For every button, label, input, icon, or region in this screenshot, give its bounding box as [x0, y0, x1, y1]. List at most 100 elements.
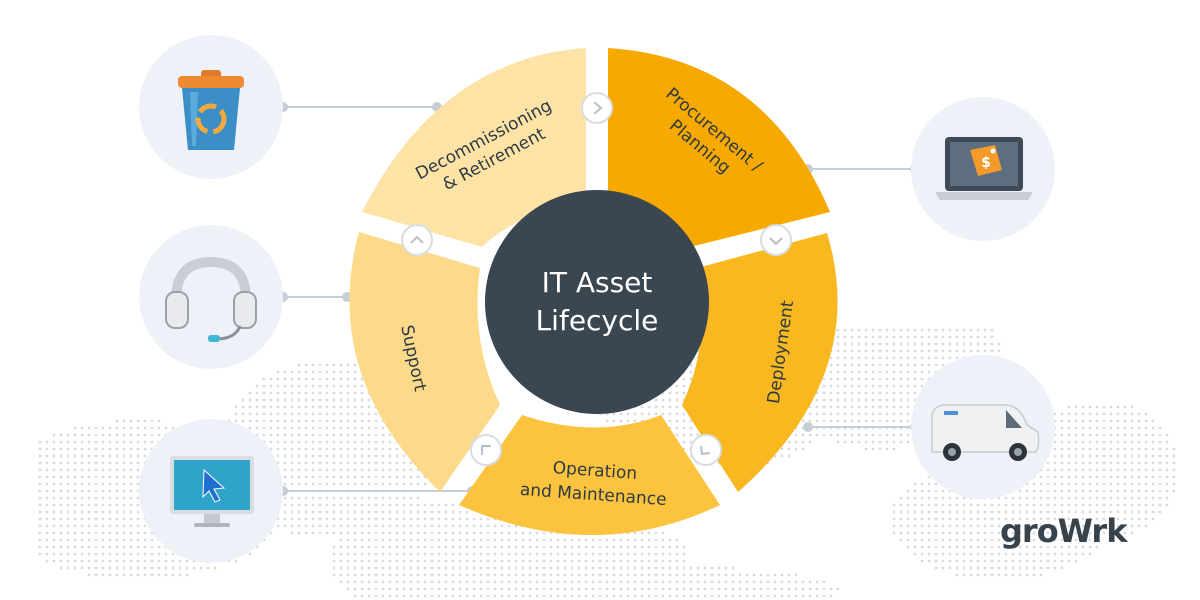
map-dot: [38, 524, 42, 528]
map-dot: [885, 405, 889, 409]
map-dot: [542, 573, 546, 577]
map-dot: [451, 545, 455, 549]
map-dot: [402, 496, 406, 500]
map-dot: [577, 566, 581, 570]
map-dot: [290, 503, 294, 507]
map-dot: [759, 587, 763, 591]
map-dot: [1039, 524, 1043, 528]
map-dot: [703, 566, 707, 570]
map-dot: [1060, 559, 1064, 563]
map-dot: [927, 342, 931, 346]
map-dot: [1123, 468, 1127, 472]
map-dot: [1081, 419, 1085, 423]
map-dot: [101, 566, 105, 570]
map-dot: [444, 559, 448, 563]
map-dot: [1144, 440, 1148, 444]
map-dot: [45, 440, 49, 444]
map-dot: [605, 419, 609, 423]
map-dot: [430, 545, 434, 549]
map-dot: [542, 559, 546, 563]
map-dot: [367, 496, 371, 500]
map-dot: [1074, 475, 1078, 479]
map-dot: [1151, 517, 1155, 521]
map-dot: [661, 412, 665, 416]
map-dot: [360, 580, 364, 584]
map-dot: [619, 587, 623, 591]
map-dot: [640, 552, 644, 556]
map-dot: [353, 419, 357, 423]
map-dot: [724, 587, 728, 591]
map-dot: [801, 447, 805, 451]
map-dot: [927, 328, 931, 332]
map-dot: [815, 398, 819, 402]
map-dot: [346, 510, 350, 514]
map-dot: [535, 531, 539, 535]
map-dot: [1151, 489, 1155, 493]
map-dot: [591, 545, 595, 549]
map-dot: [584, 552, 588, 556]
map-dot: [1172, 482, 1176, 486]
map-dot: [556, 594, 560, 598]
map-dot: [94, 538, 98, 542]
map-dot: [1081, 482, 1085, 486]
map-dot: [1088, 454, 1092, 458]
map-dot: [969, 335, 973, 339]
map-dot: [864, 384, 868, 388]
map-dot: [836, 587, 840, 591]
map-dot: [1158, 482, 1162, 486]
map-dot: [1144, 496, 1148, 500]
map-dot: [1102, 426, 1106, 430]
map-dot: [486, 559, 490, 563]
map-dot: [395, 482, 399, 486]
map-dot: [297, 496, 301, 500]
map-dot: [66, 559, 70, 563]
map-dot: [346, 426, 350, 430]
map-dot: [353, 552, 357, 556]
map-dot: [395, 552, 399, 556]
map-dot: [1060, 461, 1064, 465]
map-dot: [906, 538, 910, 542]
map-dot: [465, 510, 469, 514]
map-dot: [129, 419, 133, 423]
map-dot: [906, 524, 910, 528]
map-dot: [80, 538, 84, 542]
map-dot: [101, 517, 105, 521]
dollar-sign-glyph: $: [981, 155, 991, 171]
map-dot: [661, 531, 665, 535]
map-dot: [1011, 538, 1015, 542]
map-dot: [381, 552, 385, 556]
map-dot: [1060, 531, 1064, 535]
map-dot: [1158, 426, 1162, 430]
map-dot: [360, 524, 364, 528]
map-dot: [66, 468, 70, 472]
map-dot: [1032, 503, 1036, 507]
map-dot: [927, 524, 931, 528]
map-dot: [689, 573, 693, 577]
map-dot: [899, 510, 903, 514]
map-dot: [276, 447, 280, 451]
map-dot: [1151, 468, 1155, 472]
map-dot: [780, 594, 784, 598]
map-dot: [556, 545, 560, 549]
map-dot: [514, 587, 518, 591]
map-dot: [122, 475, 126, 479]
map-dot: [52, 510, 56, 514]
map-dot: [1151, 461, 1155, 465]
map-dot: [430, 594, 434, 598]
map-dot: [94, 475, 98, 479]
map-dot: [696, 566, 700, 570]
map-dot: [409, 517, 413, 521]
map-dot: [836, 419, 840, 423]
map-dot: [1074, 419, 1078, 423]
map-dot: [353, 468, 357, 472]
map-dot: [276, 384, 280, 388]
map-dot: [80, 524, 84, 528]
map-dot: [437, 580, 441, 584]
map-dot: [507, 559, 511, 563]
map-dot: [773, 594, 777, 598]
map-dot: [416, 559, 420, 563]
map-dot: [381, 580, 385, 584]
map-dot: [1165, 496, 1169, 500]
map-dot: [668, 594, 672, 598]
map-dot: [66, 496, 70, 500]
